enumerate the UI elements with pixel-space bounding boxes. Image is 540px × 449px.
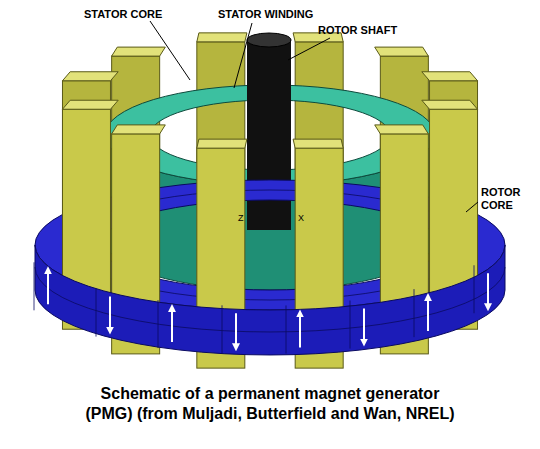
stator-tooth-top [422,100,478,109]
figure-caption: Schematic of a permanent magnet generato… [84,384,456,424]
rotor-core-band [35,245,505,355]
magnet-segment-line [414,289,415,337]
magnet-polarity-arrow [47,270,49,304]
magnet-segment-line [96,289,97,337]
part-label: ROTOR SHAFT [318,24,397,37]
magnet-polarity-arrow [427,297,429,331]
magnet-polarity-arrow [363,309,365,343]
magnet-polarity-arrow [171,308,173,342]
stator-tooth-top [197,139,247,148]
stator-tooth-top [293,139,343,148]
part-label: STATOR WINDING [218,8,313,21]
stator-tooth-top [112,125,166,134]
stator-tooth-top [375,47,429,56]
leader-line [466,202,478,212]
part-label: STATOR CORE [84,8,162,21]
stator-tooth-top [62,100,118,109]
magnet-segment-line [158,300,159,348]
magnet-segment-line [286,305,287,353]
magnet-polarity-arrow [299,313,301,347]
stator-tooth-top [112,47,166,56]
magnet-segment-line [350,301,351,349]
rotor-shaft [247,40,291,230]
stator-tooth-top [197,33,247,42]
stator-tooth-top [375,125,429,134]
magnet-segment-line [222,305,223,353]
magnet-polarity-arrow [235,313,237,347]
axis-letter: Z [238,213,244,223]
part-label: ROTOR CORE [481,186,521,212]
magnet-polarity-arrow [109,297,111,331]
stator-tooth-top [62,72,118,81]
axis-letter: X [298,213,304,223]
leader-line [234,23,252,88]
magnet-segment-line [34,262,35,310]
leader-line [288,38,330,60]
magnet-polarity-arrow [487,273,489,307]
stator-tooth-top [422,72,478,81]
rotor-shaft-top [247,33,291,47]
rotor-band-seam [35,267,505,332]
magnet-segment-line [474,265,475,313]
leader-line [150,21,190,80]
